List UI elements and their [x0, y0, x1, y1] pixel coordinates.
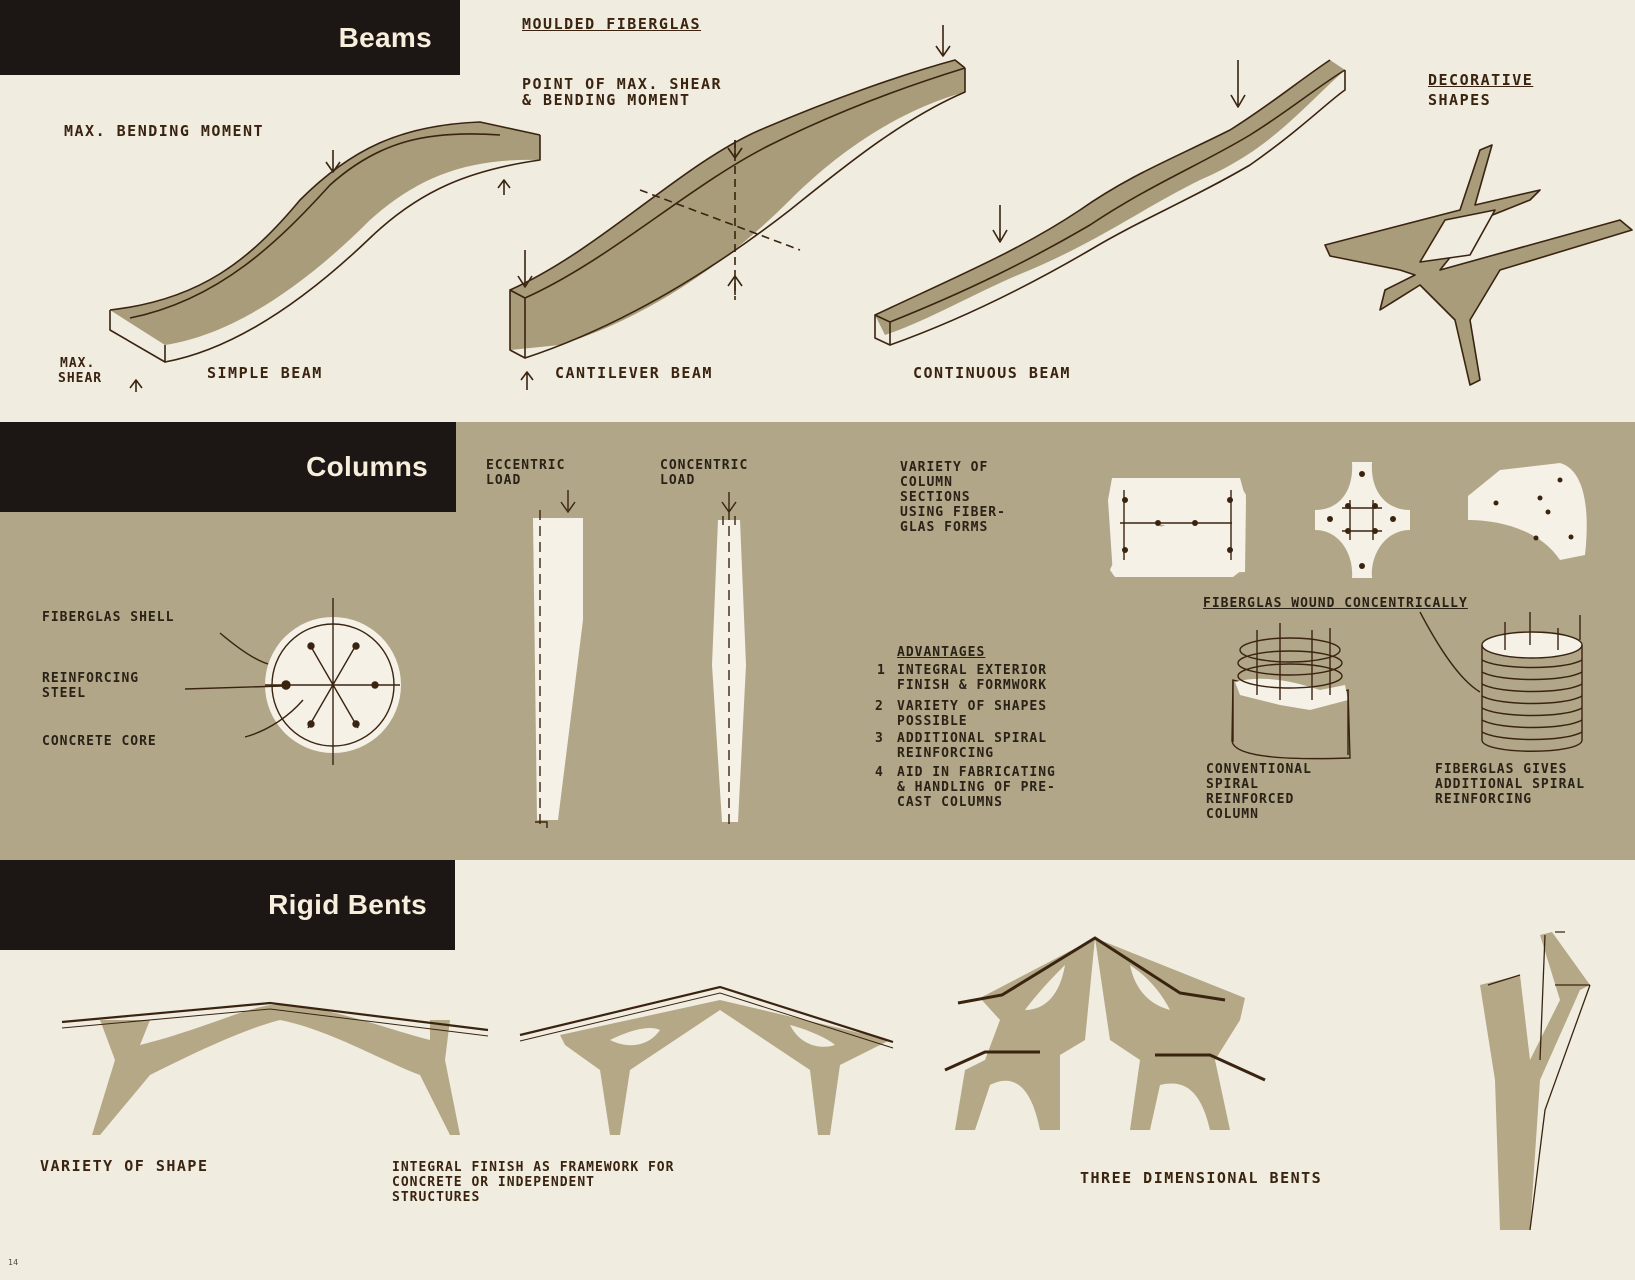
moulded-fiberglas-caption: MOULDED FIBERGLAS [522, 15, 702, 33]
advantage-number: 4 [875, 765, 884, 780]
advantage-text: VARIETY OF SHAPES POSSIBLE [897, 699, 1048, 729]
bent-variety-drawing [92, 1005, 460, 1135]
max-shear-label-line1: MAX. [60, 356, 96, 371]
three-dimensional-bents-caption: THREE DIMENSIONAL BENTS [1080, 1169, 1323, 1187]
cantilever-beam-drawing [509, 25, 966, 390]
continuous-beam-drawing [874, 59, 1346, 346]
concrete-core-label: CONCRETE CORE [42, 734, 157, 749]
beams-title: Beams [338, 21, 432, 53]
conventional-column-drawing [1231, 623, 1351, 760]
bent-integral-roof [519, 985, 894, 1044]
conventional-column-caption: CONVENTIONAL SPIRAL REINFORCED COLUMN [1206, 762, 1312, 822]
fiberglas-wound-column-drawing [1419, 611, 1583, 752]
advantage-text: AID IN FABRICATING & HANDLING OF PRE- CA… [897, 765, 1056, 810]
columns-header: Columns [0, 422, 456, 512]
max-bending-moment-label: MAX. BENDING MOMENT [64, 122, 265, 140]
columns-title: Columns [306, 451, 428, 482]
rigid-bents-title: Rigid Bents [268, 889, 427, 920]
fiberglas-gives-caption: FIBERGLAS GIVES ADDITIONAL SPIRAL REINFO… [1435, 762, 1586, 807]
column-cross-section [184, 598, 401, 765]
eccentric-load-label-line2: LOAD [486, 473, 522, 488]
fiberglas-shell-label: FIBERGLAS SHELL [42, 610, 175, 625]
decorative-shapes-label-line2: SHAPES [1428, 91, 1492, 109]
advantage-number: 1 [877, 663, 886, 678]
decorative-shape-drawing [1324, 144, 1633, 386]
column-section-shapes [1108, 462, 1587, 578]
rigid-bents-header: Rigid Bents [0, 860, 455, 950]
integral-finish-caption: INTEGRAL FINISH AS FRAMEWORK FOR CONCRET… [392, 1160, 675, 1205]
bent-three-d-roofs [944, 936, 1266, 1082]
point-max-shear-label-line2: & BENDING MOMENT [522, 91, 691, 109]
simple-beam-caption: SIMPLE BEAM [207, 364, 323, 382]
simple-beam-drawing [109, 121, 541, 392]
cantilever-beam-caption: CANTILEVER BEAM [555, 364, 713, 382]
eccentric-column [533, 490, 583, 828]
advantage-text: INTEGRAL EXTERIOR FINISH & FORMWORK [897, 663, 1048, 693]
reinforcing-steel-label: REINFORCING STEEL [42, 671, 140, 701]
concentric-load-label-line1: CONCENTRIC [660, 458, 749, 473]
bent-variety-roof [61, 1001, 489, 1032]
column-section-lines [1120, 490, 1382, 560]
point-max-shear-label-line1: POINT OF MAX. SHEAR [522, 75, 723, 93]
max-shear-label-line2: SHEAR [58, 371, 103, 386]
concentric-load-label-line2: LOAD [660, 473, 696, 488]
bent-tree-outline [1487, 931, 1591, 1231]
beams-header: Beams [0, 0, 460, 75]
eccentric-load-label-line1: ECCENTRIC [486, 458, 566, 473]
page-number: 14 [8, 1258, 19, 1267]
variety-of-sections-label: VARIETY OF COLUMN SECTIONS USING FIBER- … [900, 460, 1006, 535]
advantage-number: 2 [875, 699, 884, 714]
bent-integral-drawing [560, 1000, 890, 1135]
advantage-number: 3 [875, 731, 884, 746]
decorative-shapes-label-line1: DECORATIVE [1428, 71, 1534, 89]
fiberglas-wound-label: FIBERGLAS WOUND CONCENTRICALLY [1203, 596, 1468, 611]
bent-three-d-drawing [955, 932, 1590, 1230]
advantage-text: ADDITIONAL SPIRAL REINFORCING [897, 731, 1048, 761]
concentric-column [712, 492, 746, 830]
variety-of-shape-caption: VARIETY OF SHAPE [40, 1157, 209, 1175]
continuous-beam-caption: CONTINUOUS BEAM [913, 364, 1071, 382]
advantages-title: ADVANTAGES [897, 645, 986, 660]
